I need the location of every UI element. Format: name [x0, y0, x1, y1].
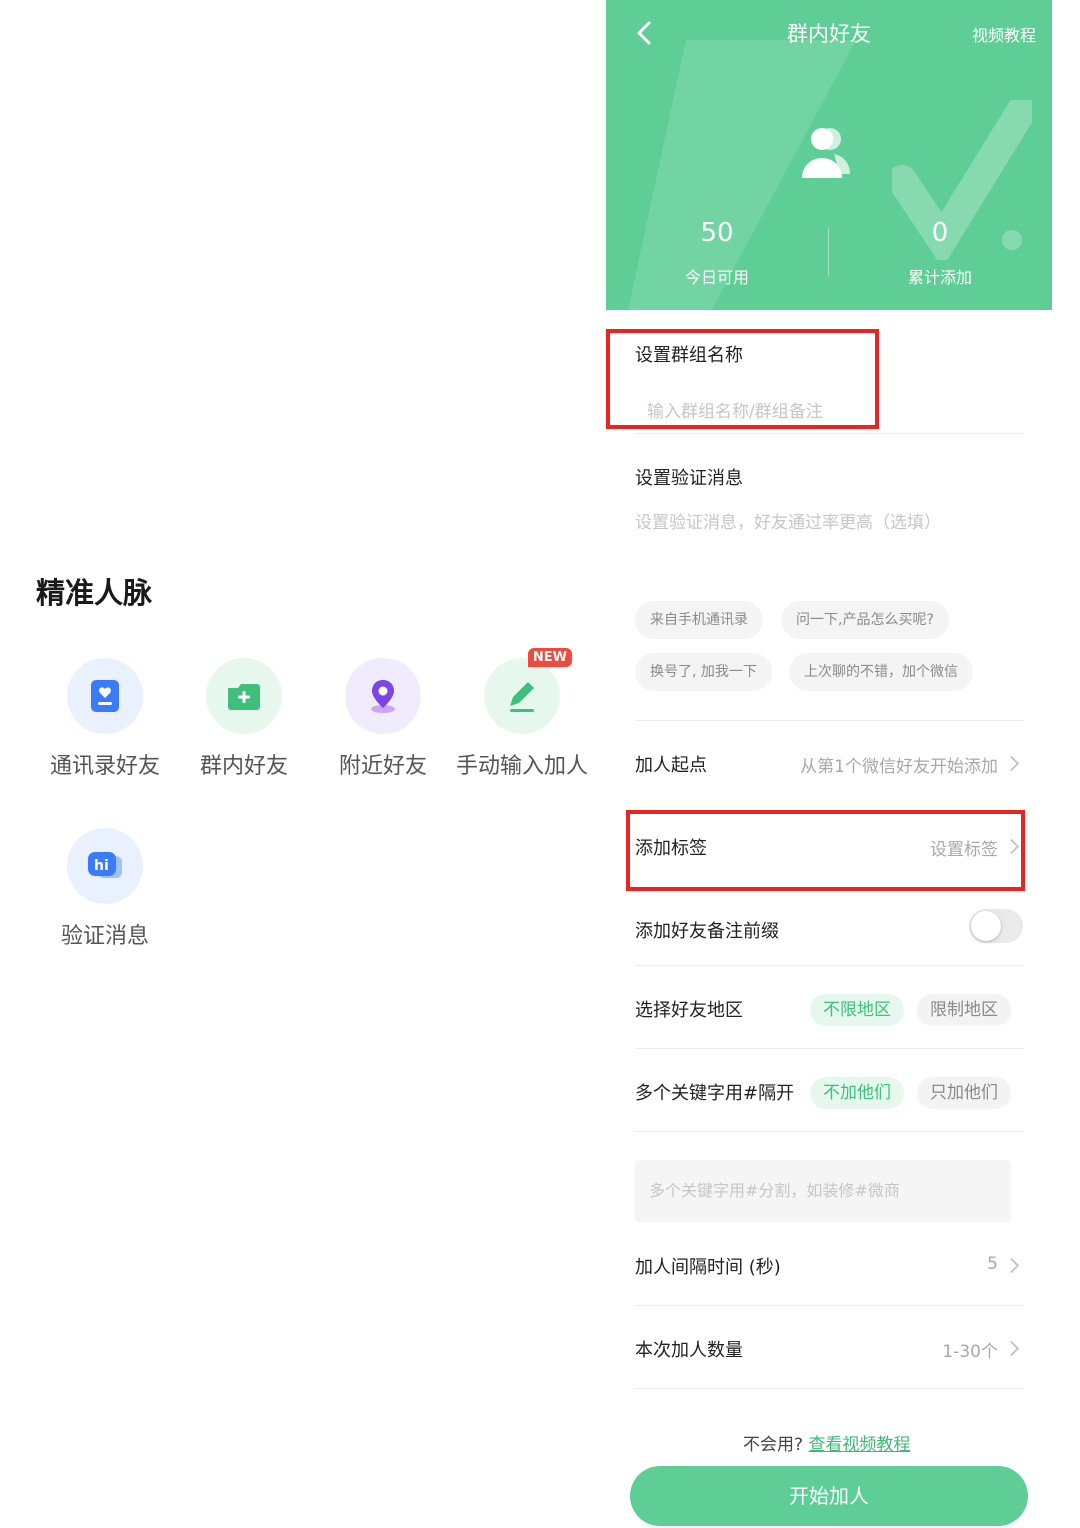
section-title: 精准人脉	[36, 576, 153, 610]
divider	[635, 965, 1024, 966]
divider	[635, 1131, 1024, 1132]
feature-label: 手动输入加人	[455, 754, 588, 779]
users-icon	[802, 128, 850, 178]
feature-nearby-friends[interactable]: 附近好友	[313, 658, 453, 780]
verify-message-input[interactable]: 设置验证消息，好友通过率更高（选填）	[635, 513, 941, 533]
new-badge: NEW	[527, 648, 572, 667]
keyword-option-exclude[interactable]: 不加他们	[810, 1077, 904, 1109]
help-prefix: 不会用?	[743, 1435, 804, 1455]
video-tutorial-footer-link[interactable]: 查看视频教程	[808, 1435, 911, 1455]
today-available-value: 50	[700, 218, 734, 248]
svg-text:hi: hi	[94, 858, 109, 874]
location-pin-icon	[345, 658, 421, 734]
region-label: 选择好友地区	[635, 1000, 743, 1021]
feature-label: 通讯录好友	[49, 754, 160, 779]
interval-value: 5	[987, 1254, 998, 1274]
feature-label: 附近好友	[338, 754, 427, 779]
feature-contacts-friends[interactable]: 通讯录好友	[35, 658, 175, 780]
chevron-right-icon	[1003, 755, 1020, 772]
total-added-value: 0	[931, 218, 949, 248]
total-added-label: 累计添加	[907, 268, 972, 287]
remark-prefix-label: 添加好友备注前缀	[635, 921, 779, 942]
group-add-icon	[206, 658, 282, 734]
add-tag-value: 设置标签	[930, 840, 998, 860]
quick-msg-chip[interactable]: 上次聊的不错，加个微信	[789, 653, 973, 691]
total-added-stat: 0 累计添加	[850, 218, 1030, 288]
start-point-value: 从第1个微信好友开始添加	[800, 757, 998, 777]
video-tutorial-link[interactable]: 视频教程	[971, 26, 1036, 45]
divider	[635, 720, 1024, 721]
page-title: 群内好友	[787, 22, 871, 46]
stat-divider	[828, 228, 829, 276]
today-available-label: 今日可用	[684, 268, 749, 287]
feature-label: 验证消息	[60, 924, 149, 949]
checkmark-decor-icon	[892, 100, 1032, 260]
divider	[635, 433, 1024, 434]
feature-manual-add[interactable]: NEW 手动输入加人	[452, 648, 592, 780]
add-count-label: 本次加人数量	[635, 1340, 743, 1361]
keyword-label: 多个关键字用#隔开	[635, 1083, 795, 1104]
toggle-knob	[971, 911, 1001, 941]
remark-prefix-toggle[interactable]	[969, 909, 1023, 943]
quick-msg-chip[interactable]: 来自手机通讯录	[635, 601, 763, 639]
feature-group-friends[interactable]: 群内好友	[174, 658, 314, 780]
feature-label: 群内好友	[199, 754, 288, 779]
divider	[635, 1305, 1024, 1306]
quick-msg-chip[interactable]: 问一下,产品怎么买呢?	[781, 601, 949, 639]
keyword-input[interactable]: 多个关键字用#分割，如装修#微商	[635, 1160, 1011, 1222]
add-count-value: 1-30个	[942, 1342, 998, 1362]
divider	[635, 1388, 1024, 1389]
start-adding-button[interactable]: 开始加人	[630, 1466, 1028, 1526]
group-name-label: 设置群组名称	[635, 345, 743, 366]
back-arrow-icon[interactable]	[630, 18, 660, 48]
interval-label: 加人间隔时间 (秒)	[635, 1257, 781, 1278]
chevron-right-icon	[1003, 1257, 1020, 1274]
verify-message-label: 设置验证消息	[635, 468, 743, 489]
quick-msg-chip[interactable]: 换号了, 加我一下	[635, 653, 772, 691]
feature-verify-messages[interactable]: hi 验证消息	[35, 828, 175, 950]
highlight-box-group-name	[606, 329, 879, 429]
chevron-right-icon	[1003, 1340, 1020, 1357]
hi-message-icon: hi	[67, 828, 143, 904]
region-option-unlimited[interactable]: 不限地区	[810, 994, 904, 1026]
contacts-book-icon	[67, 658, 143, 734]
pen-edit-icon	[484, 658, 560, 734]
add-tag-label: 添加标签	[635, 838, 707, 859]
highlight-box-tags	[626, 810, 1025, 891]
keyword-option-only[interactable]: 只加他们	[917, 1077, 1011, 1109]
decor-shape	[628, 40, 856, 310]
today-available-stat: 50 今日可用	[627, 218, 807, 288]
divider	[635, 1048, 1024, 1049]
group-name-input[interactable]: 输入群组名称/群组备注	[647, 402, 823, 422]
start-point-label: 加人起点	[635, 755, 707, 776]
header-banner: 群内好友 视频教程 50 今日可用 0 累计添加	[606, 0, 1052, 310]
group-friends-screen: 群内好友 视频教程 50 今日可用 0 累计添加 设置群组名称 输入群组名称/群…	[606, 0, 1052, 1528]
region-option-limited[interactable]: 限制地区	[917, 994, 1011, 1026]
help-text: 不会用? 查看视频教程	[743, 1430, 910, 1455]
